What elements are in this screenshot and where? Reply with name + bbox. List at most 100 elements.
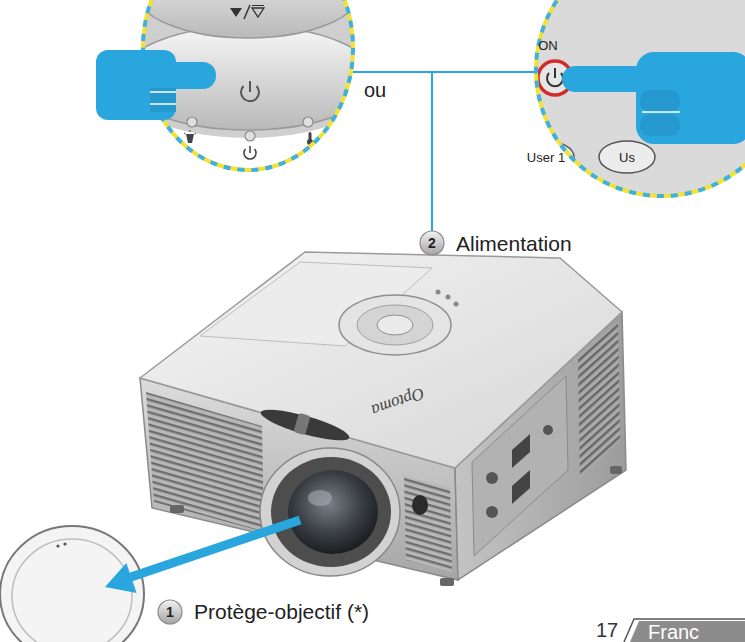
io-panel (486, 506, 498, 518)
user-button (518, 141, 574, 173)
status-led (245, 131, 255, 141)
alternative-word: ou (364, 80, 386, 100)
part-label: Protège-objectif (*) (194, 601, 369, 622)
keypad (446, 295, 451, 300)
lens-cap (56, 544, 59, 547)
status-led (187, 117, 313, 141)
callout-circle (420, 231, 444, 255)
callout-circle (158, 231, 444, 624)
foot (170, 505, 184, 513)
lens-cap (63, 542, 66, 545)
removal-arrow (105, 563, 137, 593)
remote-inset (518, 0, 745, 230)
keypad (454, 302, 459, 307)
io-panel (512, 434, 530, 468)
removal-arrow (128, 520, 300, 578)
down-key-symbol (230, 8, 242, 17)
io-panel (512, 470, 530, 504)
button-label: ON (538, 39, 558, 52)
language-tab: Franc (648, 622, 699, 642)
led-icon (190, 130, 191, 132)
io-panel (486, 472, 498, 484)
ir-sensor (412, 495, 428, 515)
brand-logo: Optoma (369, 385, 426, 420)
led-icon (184, 130, 313, 159)
keypad (357, 305, 433, 345)
callout-number: 1 (166, 605, 174, 619)
pointing-hand (636, 52, 745, 144)
keypad (436, 290, 441, 295)
vent-grille (146, 392, 264, 532)
lens-cap (0, 526, 144, 642)
io-panel (472, 376, 568, 556)
keypad (377, 315, 413, 335)
leader-line (431, 72, 433, 231)
lens-cap (0, 526, 144, 642)
lens (260, 448, 400, 576)
pointing-hand (96, 50, 216, 120)
led-icon (195, 133, 197, 134)
down-key-symbol (252, 8, 264, 17)
remote-inset (536, 0, 745, 196)
status-led (187, 117, 197, 127)
projector (140, 252, 626, 586)
status-led (303, 117, 313, 127)
power-symbol (249, 81, 251, 92)
pointing-hand (642, 111, 680, 113)
step-label: Alimentation (456, 233, 572, 254)
lens (260, 448, 400, 576)
pointing-hand (640, 90, 680, 112)
pointing-hand (150, 103, 176, 105)
pointing-hand (150, 88, 176, 112)
vent-grille (404, 476, 452, 572)
down-key-symbol (244, 5, 250, 19)
pointing-hand (150, 91, 176, 93)
button-label: Us (619, 151, 635, 164)
keypad-inset (143, 0, 353, 170)
remote-inset (536, 0, 745, 196)
removal-arrow (105, 520, 300, 593)
user-button (599, 141, 655, 173)
leader-line (340, 72, 545, 231)
callout-number: 2 (428, 236, 436, 250)
led-icon (249, 146, 251, 153)
page-footer (630, 621, 745, 642)
zoom-slider (258, 404, 351, 447)
lens (308, 490, 332, 506)
vent-grille (578, 322, 620, 478)
remote-inset (528, 0, 745, 230)
io-panel (472, 376, 568, 556)
led-icon (186, 134, 194, 143)
foot (610, 466, 622, 474)
power-symbol (241, 81, 259, 101)
foot (440, 578, 454, 586)
projector (169, 267, 171, 269)
down-key-symbol (252, 5, 264, 6)
remote-inset (518, 0, 745, 230)
lens (271, 457, 391, 567)
down-key-symbol (230, 5, 264, 19)
page-number: 17 (596, 620, 618, 640)
power-button (554, 68, 556, 78)
button-label: User 1 (527, 151, 565, 164)
io-panel (543, 425, 553, 435)
keypad-inset (143, 0, 353, 170)
keypad (339, 295, 451, 355)
zoom-slider (293, 413, 310, 436)
pointing-hand (150, 62, 216, 89)
callout-circle (158, 600, 182, 624)
remote-inset (518, 0, 745, 230)
led-icon (184, 133, 186, 134)
lens (288, 470, 378, 554)
leader-line (340, 71, 545, 73)
page-footer (624, 619, 745, 642)
keypad-inset (136, 0, 360, 38)
keypad (339, 290, 459, 356)
page-footer (624, 619, 745, 642)
zoom-slider (258, 404, 351, 447)
pointing-hand (640, 114, 680, 136)
lens-cap (12, 539, 132, 642)
pointing-hand (562, 52, 745, 144)
